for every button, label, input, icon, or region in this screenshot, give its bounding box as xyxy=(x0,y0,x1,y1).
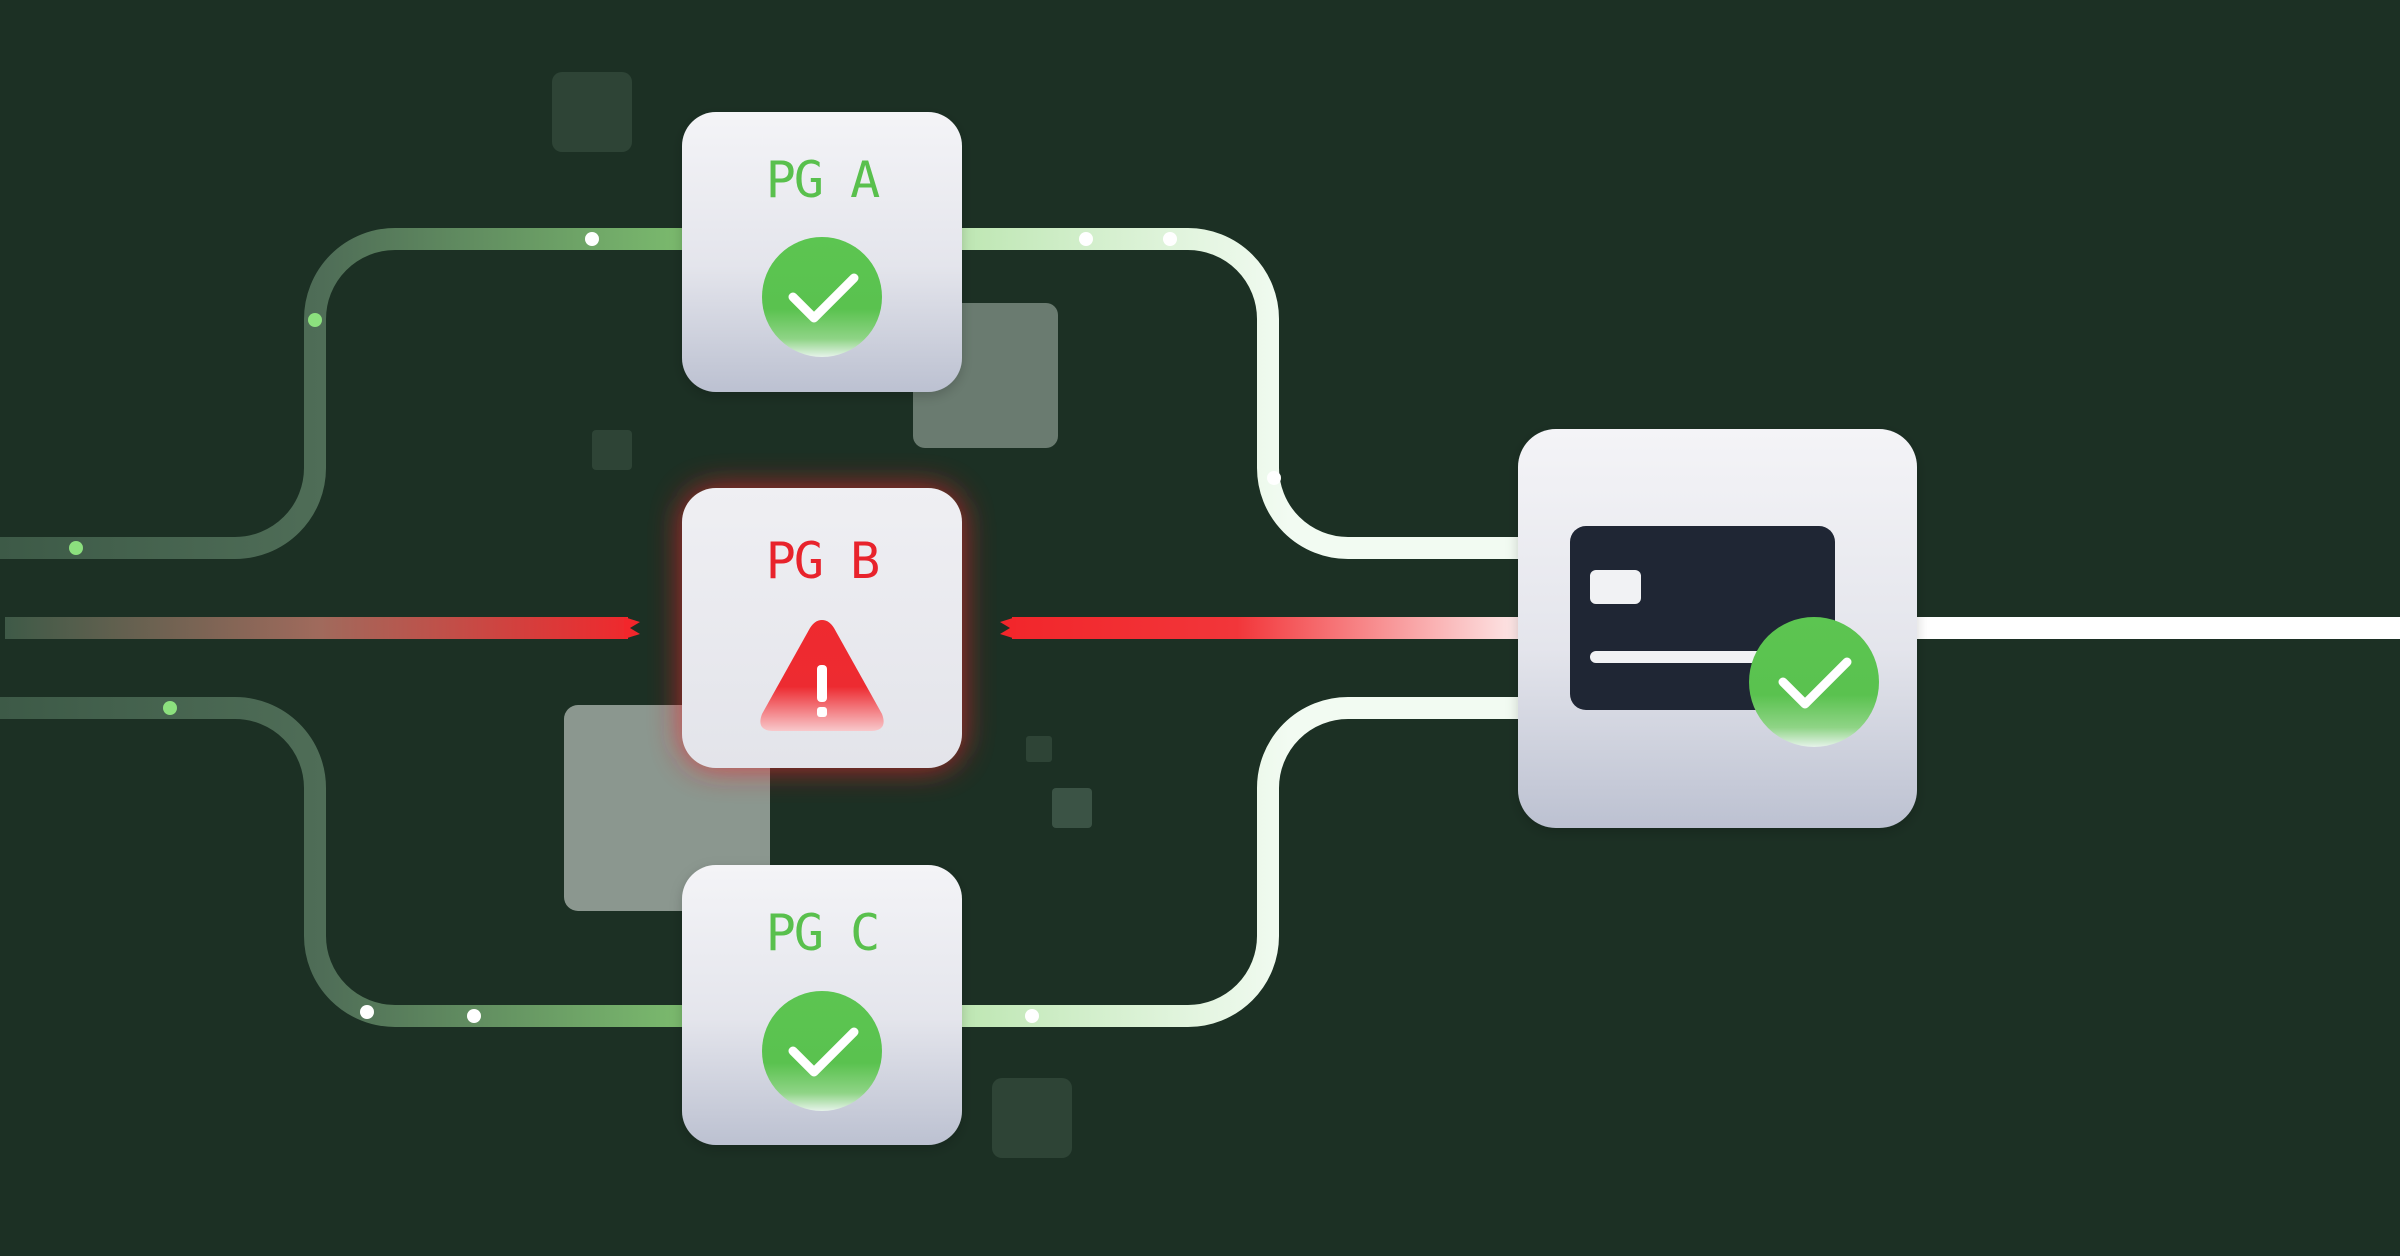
bg-square xyxy=(592,430,632,470)
routes xyxy=(0,228,2400,1027)
warning-icon xyxy=(760,620,884,731)
traffic-dot xyxy=(69,541,83,555)
check-icon xyxy=(1749,617,1879,747)
gateway-label: PG C xyxy=(766,904,878,962)
gateway-label: PG A xyxy=(766,151,880,209)
traffic-dot xyxy=(1163,232,1177,246)
bg-square xyxy=(1052,788,1092,828)
traffic-dots xyxy=(69,232,1281,1023)
traffic-dot xyxy=(585,232,599,246)
traffic-dot xyxy=(467,1009,481,1023)
traffic-dot xyxy=(1025,1009,1039,1023)
gateway-node-pg-a: PG A xyxy=(682,112,962,392)
bg-square xyxy=(992,1078,1072,1158)
check-icon xyxy=(762,237,882,357)
gateway-node-pg-b: PG B xyxy=(682,488,962,768)
check-icon xyxy=(762,991,882,1111)
bg-square xyxy=(1026,736,1052,762)
traffic-dot xyxy=(360,1005,374,1019)
gateway-node-pg-c: PG C xyxy=(682,865,962,1145)
destination-node xyxy=(1518,429,1917,828)
broken-end-left xyxy=(624,617,640,639)
traffic-dot xyxy=(1079,232,1093,246)
traffic-dot xyxy=(163,701,177,715)
bg-square xyxy=(552,72,632,152)
broken-end-right xyxy=(1000,617,1016,639)
traffic-dot xyxy=(308,313,322,327)
traffic-dot xyxy=(1267,471,1281,485)
gateway-label: PG B xyxy=(766,532,878,590)
